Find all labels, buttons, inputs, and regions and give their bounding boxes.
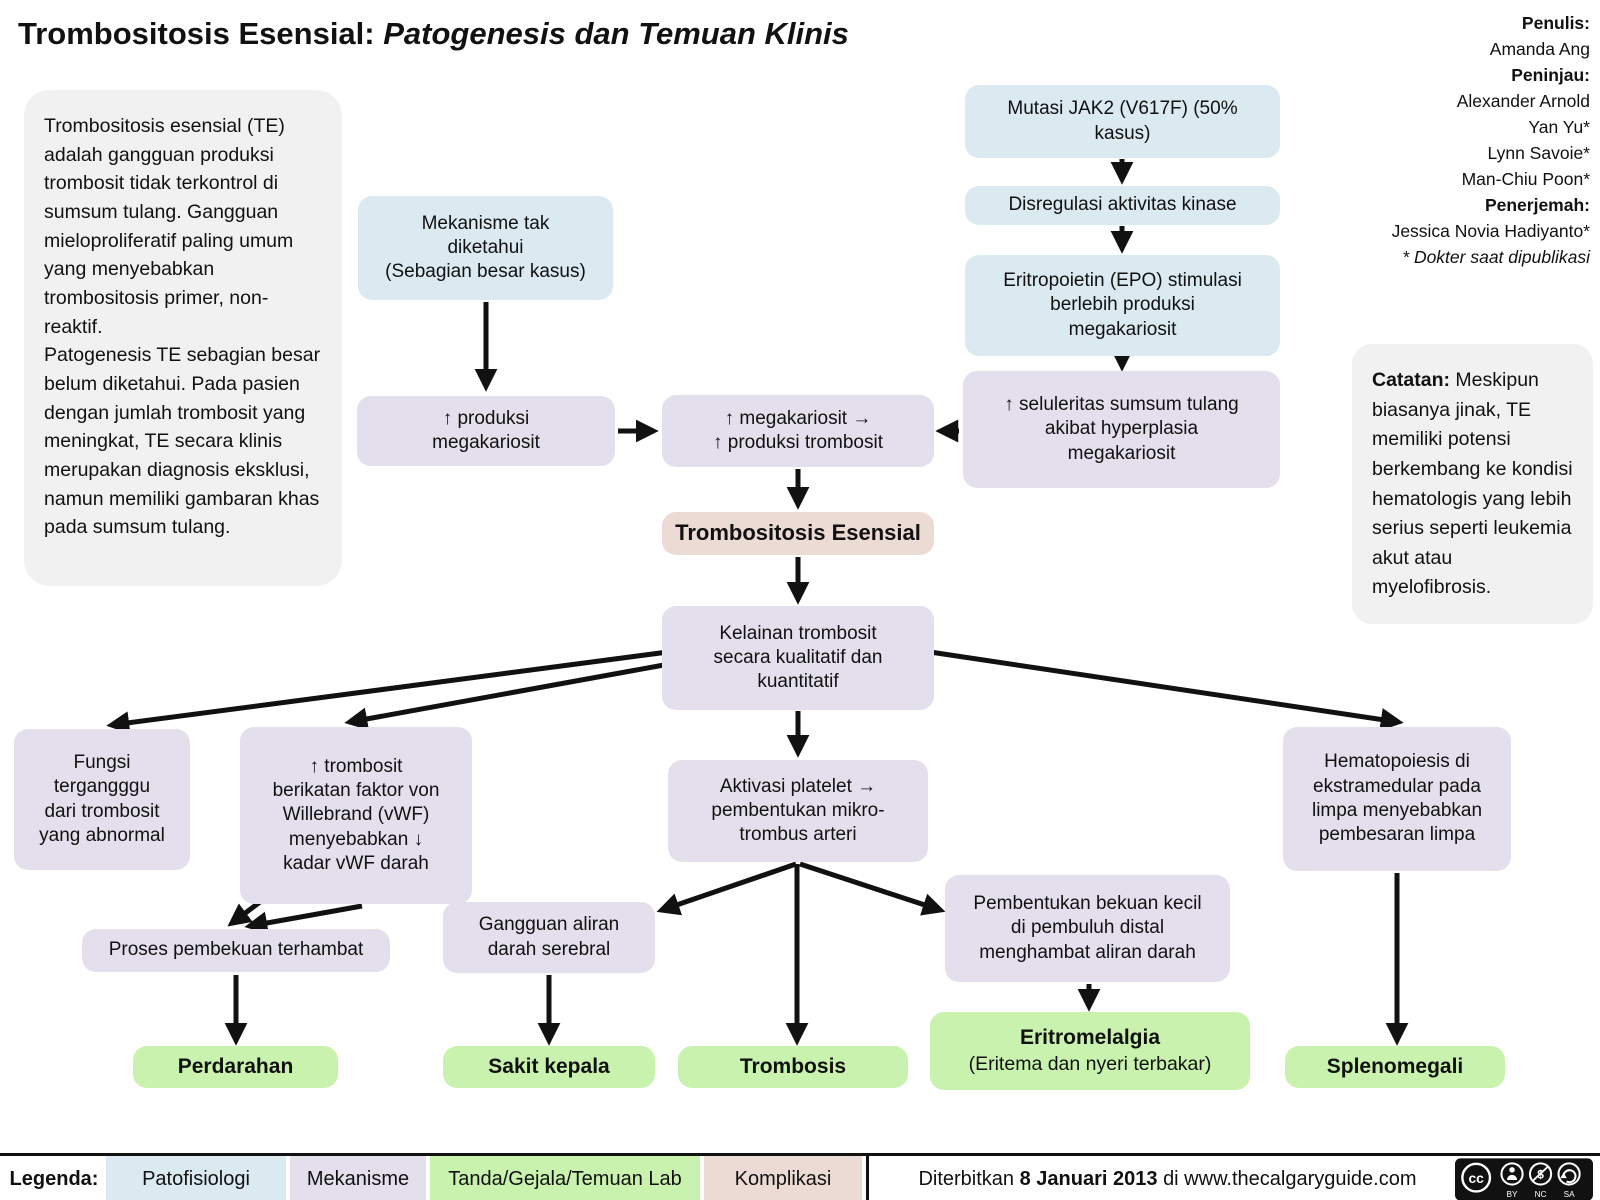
- svg-text:NC: NC: [1535, 1190, 1547, 1199]
- footer-bar: Legenda: Patofisiologi Mekanisme Tanda/G…: [0, 1153, 1600, 1200]
- node-disregulasi-kinase: Disregulasi aktivitas kinase: [965, 186, 1280, 225]
- credits-line: Lynn Savoie*: [1487, 143, 1590, 163]
- note-text: Meskipun biasanya jinak, TE memiliki pot…: [1372, 369, 1573, 599]
- publication-prefix: Diterbitkan: [918, 1168, 1015, 1190]
- note-label: Catatan:: [1372, 369, 1451, 391]
- note-box: Catatan: Meskipun biasanya jinak, TE mem…: [1352, 344, 1593, 624]
- cc-license-badge: cc BY $ NC SA: [1455, 1158, 1593, 1200]
- page-title-main: Trombositosis Esensial:: [18, 16, 375, 51]
- node-megakariosit-trombosit: ↑ megakariosit → ↑ produksi trombosit: [662, 395, 934, 467]
- legend-label: Legenda:: [9, 1168, 99, 1190]
- node-produksi-megakariosit: ↑ produksi megakariosit: [357, 396, 615, 466]
- arrow-kelainan-fungsi: [106, 649, 669, 735]
- credits-line: Peninjau:: [1511, 65, 1590, 85]
- node-trombositosis-esensial: Trombositosis Esensial: [662, 512, 934, 555]
- sa-icon: SA: [1557, 1162, 1581, 1199]
- node-bekuan-kecil: Pembentukan bekuan kecil di pembuluh dis…: [945, 875, 1230, 982]
- node-trombosis: Trombosis: [678, 1046, 908, 1088]
- credits-line: Amanda Ang: [1489, 39, 1590, 59]
- legend-item-tanda-gejala: Tanda/Gejala/Temuan Lab: [430, 1156, 700, 1200]
- node-mekanisme-tak-diketahui: Mekanisme tak diketahui (Sebagian besar …: [358, 196, 613, 300]
- page-title: Trombositosis Esensial: Patogenesis dan …: [18, 16, 849, 52]
- svg-text:cc: cc: [1468, 1171, 1484, 1186]
- node-hematopoiesis: Hematopoiesis di ekstramedular pada limp…: [1283, 727, 1511, 871]
- svg-text:SA: SA: [1564, 1190, 1576, 1199]
- eritromelalgia-subtitle: (Eritema dan nyeri terbakar): [968, 1052, 1212, 1075]
- node-mutasi-jak2: Mutasi JAK2 (V617F) (50% kasus): [965, 85, 1280, 158]
- svg-text:BY: BY: [1507, 1190, 1519, 1199]
- legend-item-mekanisme: Mekanisme: [290, 1156, 426, 1200]
- eritromelalgia-title: Eritromelalgia: [1019, 1026, 1161, 1050]
- node-vwf: ↑ trombosit berikatan faktor von Willebr…: [240, 727, 472, 904]
- page-title-subtitle: Patogenesis dan Temuan Klinis: [383, 16, 849, 51]
- arrow-aktivasi-gangguan: [656, 861, 797, 916]
- arrow-vwf-proses: [244, 903, 363, 935]
- node-kelainan-trombosit: Kelainan trombosit secara kualitatif dan…: [662, 606, 934, 710]
- publication-date: 8 Januari 2013: [1019, 1168, 1158, 1190]
- credits-line: Jessica Novia Hadiyanto*: [1391, 221, 1590, 241]
- credits-line: Penerjemah:: [1484, 195, 1590, 215]
- node-gangguan-aliran: Gangguan aliran darah serebral: [443, 902, 655, 973]
- credits-line: Alexander Arnold: [1456, 91, 1590, 111]
- legend-item-komplikasi: Komplikasi: [704, 1156, 862, 1200]
- node-proses-pembekuan: Proses pembekuan terhambat: [82, 929, 390, 972]
- legend-item-patofisiologi: Patofisiologi: [106, 1156, 286, 1200]
- node-epo-stimulasi: Eritropoietin (EPO) stimulasi berlebih p…: [965, 255, 1280, 356]
- credits-line: Yan Yu*: [1528, 117, 1590, 137]
- node-fungsi-terganggu: Fungsi tergangggu dari trombosit yang ab…: [14, 729, 190, 870]
- nc-icon: $ NC: [1528, 1162, 1553, 1199]
- arrow-kelainan-vwf: [344, 662, 665, 731]
- cc-icon: cc: [1461, 1162, 1492, 1193]
- credits-footnote: * Dokter saat dipublikasi: [1402, 247, 1590, 267]
- node-sakit-kepala: Sakit kepala: [443, 1046, 655, 1088]
- credits-block: Penulis: Amanda Ang Peninjau: Alexander …: [1270, 10, 1590, 270]
- node-perdarahan: Perdarahan: [133, 1046, 338, 1088]
- by-icon: BY: [1500, 1162, 1524, 1199]
- node-seluleritas-sumsum: ↑ seluleritas sumsum tulang akibat hyper…: [963, 371, 1280, 488]
- node-aktivasi-platelet: Aktivasi platelet → pembentukan mikro- t…: [668, 760, 928, 862]
- credits-line: Man-Chiu Poon*: [1461, 169, 1590, 189]
- arrow-aktivasi-bekuan: [799, 861, 946, 916]
- credits-line: Penulis:: [1521, 13, 1590, 33]
- node-splenomegali: Splenomegali: [1285, 1046, 1505, 1088]
- publication-site: di www.thecalgaryguide.com: [1163, 1168, 1417, 1190]
- node-eritromelalgia: Eritromelalgia (Eritema dan nyeri terbak…: [930, 1012, 1250, 1090]
- footer-divider: [866, 1156, 869, 1200]
- publication-text: Diterbitkan 8 Januari 2013 di www.thecal…: [880, 1156, 1455, 1200]
- arrow-kelainan-hematopoiesis: [929, 649, 1404, 731]
- intro-box: Trombositosis esensial (TE) adalah gangg…: [24, 90, 342, 586]
